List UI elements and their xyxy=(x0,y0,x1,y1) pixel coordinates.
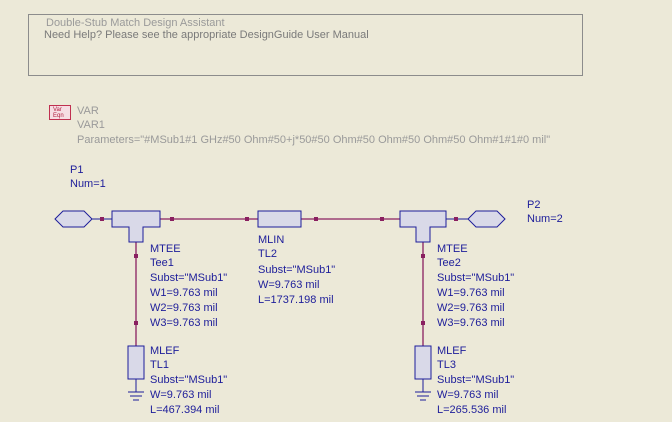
tee2-subst: Subst="MSub1" xyxy=(437,272,515,284)
tl3-subst: Subst="MSub1" xyxy=(437,374,515,386)
var-type-label: VAR xyxy=(77,105,99,117)
tl2-w: W=9.763 mil xyxy=(258,279,320,291)
port-p1-symbol[interactable] xyxy=(54,210,93,228)
tl1-subst: Subst="MSub1" xyxy=(150,374,228,386)
tee1-symbol[interactable] xyxy=(111,210,161,243)
tl2-subst: Subst="MSub1" xyxy=(258,264,336,276)
note-title: Double-Stub Match Design Assistant xyxy=(46,17,225,29)
design-assistant-note[interactable] xyxy=(28,14,583,76)
ground-symbols xyxy=(128,379,431,401)
note-help-text: Need Help? Please see the appropriate De… xyxy=(44,29,369,41)
tl1-type: MLEF xyxy=(150,345,180,357)
tl2-l: L=1737.198 mil xyxy=(258,294,334,306)
tee1-w3: W3=9.763 mil xyxy=(150,317,218,329)
var-eqn-icon[interactable]: Var Eqn xyxy=(49,105,71,120)
tee1-name: Tee1 xyxy=(150,257,174,269)
tee1-w2: W2=9.763 mil xyxy=(150,302,218,314)
p2-name: P2 xyxy=(527,199,541,211)
port-p2-symbol[interactable] xyxy=(467,210,506,228)
var-name-label: VAR1 xyxy=(77,119,105,131)
tl2-symbol[interactable] xyxy=(257,210,302,228)
tl2-type: MLIN xyxy=(258,234,285,246)
tl1-symbol[interactable] xyxy=(127,345,145,380)
tl3-symbol[interactable] xyxy=(414,345,432,380)
tee2-w1: W1=9.763 mil xyxy=(437,287,505,299)
p2-num: Num=2 xyxy=(527,213,563,225)
tee2-w3: W3=9.763 mil xyxy=(437,317,505,329)
p1-name: P1 xyxy=(70,164,84,176)
tl1-name: TL1 xyxy=(150,359,169,371)
components xyxy=(54,210,506,380)
tl2-name: TL2 xyxy=(258,248,277,260)
tl3-w: W=9.763 mil xyxy=(437,389,499,401)
connection-nodes xyxy=(100,217,458,325)
tee2-symbol[interactable] xyxy=(399,210,447,243)
tl3-l: L=265.536 mil xyxy=(437,404,507,416)
tee1-type: MTEE xyxy=(150,243,181,255)
tee1-subst: Subst="MSub1" xyxy=(150,272,228,284)
tl1-l: L=467.394 mil xyxy=(150,404,220,416)
tl1-w: W=9.763 mil xyxy=(150,389,212,401)
p1-num: Num=1 xyxy=(70,178,106,190)
tee2-w2: W2=9.763 mil xyxy=(437,302,505,314)
tee2-type: MTEE xyxy=(437,243,468,255)
var-parameters: Parameters="#MSub1#1 GHz#50 Ohm#50+j*50#… xyxy=(77,134,551,146)
tl3-name: TL3 xyxy=(437,359,456,371)
tee1-w1: W1=9.763 mil xyxy=(150,287,218,299)
tee2-name: Tee2 xyxy=(437,257,461,269)
tl3-type: MLEF xyxy=(437,345,467,357)
